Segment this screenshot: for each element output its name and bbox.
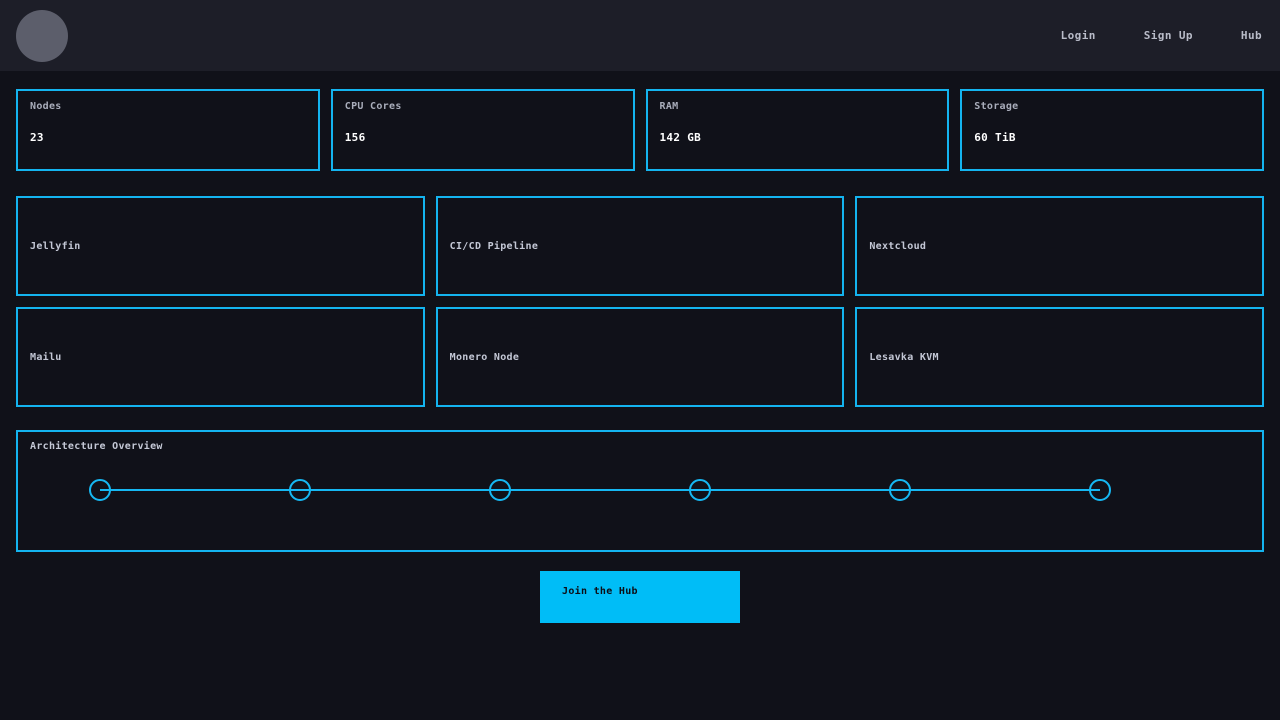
stat-card-nodes: Nodes 23 xyxy=(16,89,320,171)
stat-card-storage: Storage 60 TiB xyxy=(960,89,1264,171)
architecture-node-6[interactable] xyxy=(1089,479,1111,501)
stat-label: Nodes xyxy=(30,101,62,112)
stat-value: 60 TiB xyxy=(974,131,1016,144)
stat-label: Storage xyxy=(974,101,1019,112)
nav-link-sign-up[interactable]: Sign Up xyxy=(1143,29,1193,42)
stat-value: 156 xyxy=(344,131,366,144)
cta-row: Join the Hub xyxy=(16,571,1264,623)
service-name: CI/CD Pipeline xyxy=(449,240,539,252)
architecture-node-5[interactable] xyxy=(889,479,911,501)
service-card-lesavka-kvm[interactable]: Lesavka KVM xyxy=(855,307,1264,407)
architecture-node-1[interactable] xyxy=(89,479,111,501)
stat-card-ram: RAM 142 GB xyxy=(645,89,950,171)
service-card-cicd-pipeline[interactable]: CI/CD Pipeline xyxy=(435,196,845,296)
service-name: Jellyfin xyxy=(30,240,81,252)
service-name: Monero Node xyxy=(449,351,520,363)
stat-label: RAM xyxy=(659,101,679,112)
main-content: Nodes 23 CPU Cores 156 RAM 142 GB Storag… xyxy=(0,89,1280,623)
stat-label: CPU Cores xyxy=(344,101,402,112)
nav-link-hub[interactable]: Hub xyxy=(1240,29,1262,42)
architecture-node-2[interactable] xyxy=(289,479,311,501)
service-name: Nextcloud xyxy=(869,240,927,252)
nav-link-login[interactable]: Login xyxy=(1060,29,1096,42)
service-card-nextcloud[interactable]: Nextcloud xyxy=(855,196,1264,296)
architecture-node-3[interactable] xyxy=(489,479,511,501)
service-name: Lesavka KVM xyxy=(869,351,939,363)
architecture-diagram xyxy=(89,479,1111,501)
site-header: Login Sign Up Hub xyxy=(0,0,1280,71)
service-card-monero-node[interactable]: Monero Node xyxy=(435,307,845,407)
primary-nav: Login Sign Up Hub xyxy=(1059,25,1264,46)
architecture-overview-panel: Architecture Overview xyxy=(16,430,1264,552)
join-the-hub-button[interactable]: Join the Hub xyxy=(540,571,740,623)
stat-value: 23 xyxy=(30,131,44,144)
service-card-mailu[interactable]: Mailu xyxy=(16,307,425,407)
stat-card-cpu-cores: CPU Cores 156 xyxy=(330,89,635,171)
stats-row: Nodes 23 CPU Cores 156 RAM 142 GB Storag… xyxy=(16,89,1264,171)
service-card-jellyfin[interactable]: Jellyfin xyxy=(16,196,425,296)
architecture-node-4[interactable] xyxy=(689,479,711,501)
service-name: Mailu xyxy=(30,351,62,363)
user-avatar-circle-icon[interactable] xyxy=(16,9,68,62)
stat-value: 142 GB xyxy=(659,131,702,144)
services-grid: Jellyfin CI/CD Pipeline Nextcloud Mailu … xyxy=(16,196,1264,407)
architecture-title: Architecture Overview xyxy=(30,441,163,452)
